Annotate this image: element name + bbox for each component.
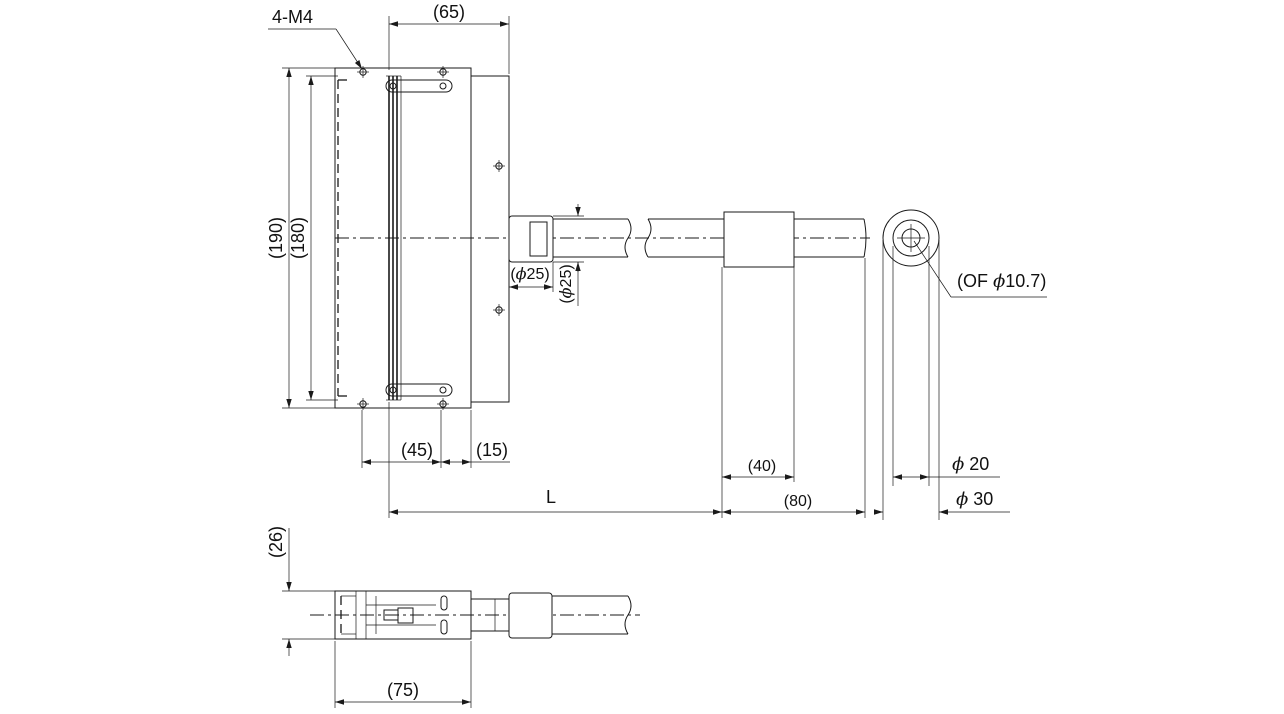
slot-bottom [385,383,453,397]
mount-hole [437,66,449,78]
dim-40-label: (40) [748,458,776,475]
flange-hole [493,304,505,316]
thread-label: 4-M4 [272,7,313,27]
end-view [882,209,1047,520]
side-connector [508,592,553,639]
outer-circle [882,209,940,267]
dia-30-label: ϕ 30 [956,489,993,510]
front-view [334,66,870,410]
dim-45-label: (45) [401,440,433,460]
connector [508,215,554,263]
connector-dia-label: (ϕ25) [510,264,549,283]
dim-80-label: (80) [784,493,812,510]
of-label: (OF ϕ10.7) [957,271,1046,292]
height-inner-label: (180) [288,217,308,259]
dimensions [268,16,1010,708]
thread-leader [335,28,363,70]
width-top-label: (65) [433,2,465,22]
mount-hole [357,398,369,410]
side-clip [397,607,414,624]
inner-circle [892,219,930,257]
labels: 4-M4 (65) (190) (180) (ϕ25) (ϕ25) (45) (… [266,2,1046,700]
flange-hole [493,160,505,172]
side-view [310,590,640,640]
dim-15-label: (15) [476,440,508,460]
ferrite-core [723,211,795,268]
side-cable-break [624,595,632,635]
length-label: L [546,487,556,507]
dim-26-label: (26) [266,526,286,558]
slot-top [385,79,453,93]
cable-break [624,218,632,258]
height-outer-label: (190) [266,217,286,259]
mount-hole [357,66,369,78]
connector-height-label: (ϕ25) [556,264,575,303]
of-leader [913,240,952,298]
mount-hole [437,398,449,410]
dia-20-label: ϕ 20 [952,454,989,475]
flange-outline [470,75,510,403]
dim-75-label: (75) [387,680,419,700]
cable-end [863,218,867,258]
